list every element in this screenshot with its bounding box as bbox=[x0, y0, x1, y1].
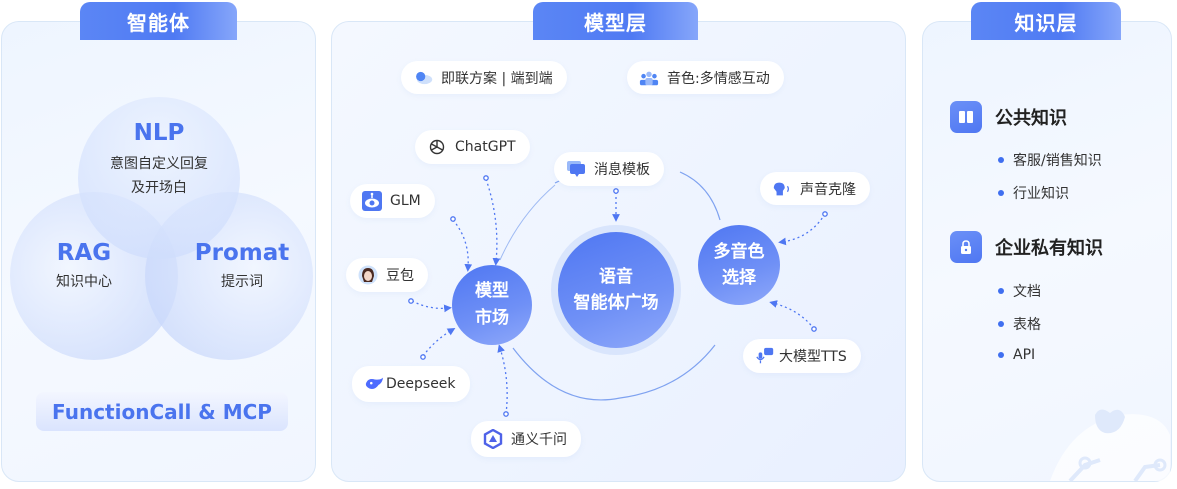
voice-agent-plaza-line-1: 语音 bbox=[599, 267, 633, 287]
model-pill-doubao-label: 豆包 bbox=[386, 268, 414, 284]
pill-message-template: 消息模板 bbox=[554, 152, 664, 186]
model-pill-glm: GLM bbox=[350, 184, 435, 218]
knowledge-item-label: API bbox=[1013, 347, 1036, 363]
bullet-icon bbox=[998, 288, 1004, 294]
knowledge-group-private-title: 企业私有知识 bbox=[995, 238, 1103, 259]
pill-tts-label: 大模型TTS bbox=[779, 349, 847, 365]
pill-message-template-label: 消息模板 bbox=[594, 162, 650, 178]
circuit-brain-watermark-icon bbox=[1050, 409, 1170, 481]
glm-icon bbox=[362, 191, 382, 211]
model-pill-glm-label: GLM bbox=[390, 193, 421, 209]
cloud-chat-icon bbox=[413, 68, 433, 88]
model-tab: 模型层 bbox=[533, 2, 698, 40]
pill-voice-clone: 声音克隆 bbox=[760, 172, 870, 205]
agent-tab: 智能体 bbox=[80, 2, 237, 40]
knowledge-item-label: 表格 bbox=[1013, 317, 1041, 333]
venn-rag-line-1: 知识中心 bbox=[56, 274, 112, 290]
venn-nlp-title: NLP bbox=[133, 120, 185, 146]
tongyi-icon bbox=[483, 429, 503, 449]
pill-timbre: 音色:多情感互动 bbox=[627, 61, 784, 94]
knowledge-item: 行业知识 bbox=[998, 183, 1069, 203]
venn-nlp-line-2: 及开场白 bbox=[131, 180, 187, 196]
voice-clone-icon bbox=[772, 179, 792, 199]
pill-voice-clone-label: 声音克隆 bbox=[800, 181, 856, 198]
voice-agent-plaza-bubble: 语音 智能体广场 bbox=[558, 232, 674, 348]
model-pill-doubao: 豆包 bbox=[346, 258, 428, 292]
voice-agent-plaza-line-2: 智能体广场 bbox=[573, 293, 659, 313]
model-pill-deepseek-label: Deepseek bbox=[386, 376, 456, 392]
bullet-icon bbox=[998, 157, 1004, 163]
knowledge-group-public-title: 公共知识 bbox=[995, 108, 1067, 129]
functioncall-mcp-box: FunctionCall & MCP bbox=[36, 392, 288, 431]
venn-rag-title: RAG bbox=[56, 240, 112, 266]
knowledge-tab: 知识层 bbox=[971, 2, 1121, 40]
knowledge-item: 客服/销售知识 bbox=[998, 150, 1102, 170]
multi-timbre-bubble: 多音色 选择 bbox=[698, 225, 780, 305]
multi-timbre-line-2: 选择 bbox=[722, 268, 756, 288]
book-icon bbox=[950, 101, 982, 133]
model-market-line-2: 市场 bbox=[475, 308, 509, 328]
model-market-line-1: 模型 bbox=[475, 281, 509, 301]
bullet-icon bbox=[998, 352, 1004, 358]
venn-nlp-line-1: 意图自定义回复 bbox=[110, 156, 208, 172]
lock-icon bbox=[950, 231, 982, 263]
venn-promat-title: Promat bbox=[194, 240, 290, 266]
pill-tts: 大模型TTS bbox=[743, 339, 861, 373]
knowledge-item: 文档 bbox=[998, 281, 1041, 301]
multi-timbre-line-1: 多音色 bbox=[713, 242, 765, 262]
knowledge-item: 表格 bbox=[998, 314, 1041, 334]
venn-promat-line-1: 提示词 bbox=[221, 274, 263, 290]
deepseek-icon bbox=[364, 374, 384, 394]
model-pill-deepseek: Deepseek bbox=[352, 366, 470, 402]
doubao-icon bbox=[358, 265, 378, 285]
knowledge-item: API bbox=[998, 347, 1035, 363]
bullet-icon bbox=[998, 321, 1004, 327]
knowledge-item-label: 客服/销售知识 bbox=[1013, 153, 1102, 169]
model-pill-tongyi: 通义千问 bbox=[471, 421, 581, 457]
knowledge-group-public: 公共知识 bbox=[950, 101, 1067, 133]
model-market-bubble: 模型 市场 bbox=[452, 265, 532, 345]
bullet-icon bbox=[998, 190, 1004, 196]
people-icon bbox=[639, 68, 659, 88]
knowledge-item-label: 行业知识 bbox=[1013, 186, 1069, 202]
venn-circle-nlp bbox=[78, 97, 240, 259]
chatgpt-icon bbox=[427, 137, 447, 157]
model-pill-tongyi-label: 通义千问 bbox=[511, 432, 567, 448]
pill-timbre-label: 音色:多情感互动 bbox=[667, 70, 770, 87]
model-pill-chatgpt: ChatGPT bbox=[415, 130, 530, 164]
pill-instant-solution-label: 即联方案 | 端到端 bbox=[441, 70, 553, 87]
pill-instant-solution: 即联方案 | 端到端 bbox=[401, 61, 567, 94]
knowledge-group-private: 企业私有知识 bbox=[950, 231, 1103, 263]
tts-icon bbox=[755, 346, 775, 366]
message-icon bbox=[566, 159, 586, 179]
knowledge-item-label: 文档 bbox=[1013, 284, 1041, 300]
model-pill-chatgpt-label: ChatGPT bbox=[455, 139, 516, 155]
